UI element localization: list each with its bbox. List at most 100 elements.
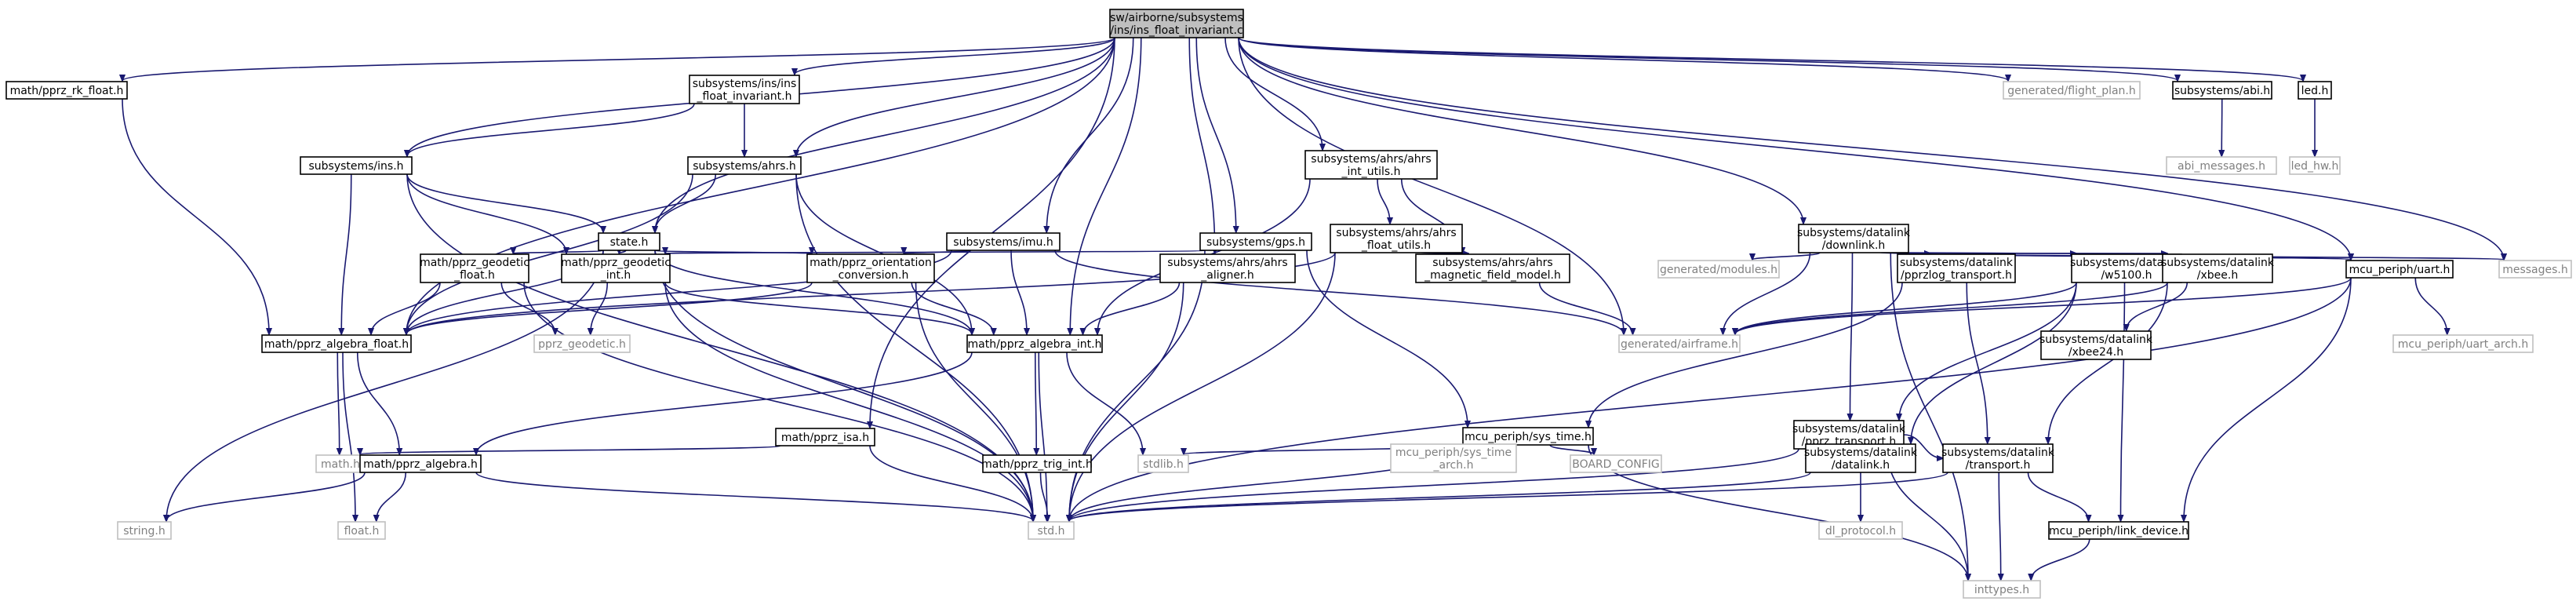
node-label: subsystems/ahrs/ahrs bbox=[1432, 257, 1552, 269]
node-rkfloat[interactable]: math/pprz_rk_float.h bbox=[5, 81, 128, 100]
node-isa[interactable]: math/pprz_isa.h bbox=[775, 428, 875, 446]
edge-transport-to-stdh bbox=[1069, 472, 1948, 521]
node-label: string.h bbox=[123, 525, 166, 538]
node-label: math/pprz_geodetic bbox=[561, 257, 671, 269]
node-gps[interactable]: subsystems/gps.h bbox=[1199, 232, 1312, 251]
node-label: math/pprz_geodetic bbox=[420, 257, 529, 269]
node-aligner[interactable]: subsystems/ahrs/ahrs_aligner.h bbox=[1159, 253, 1296, 283]
node-label: /ins/ins_float_invariant.c bbox=[1110, 24, 1243, 37]
node-label: math/pprz_rk_float.h bbox=[10, 85, 124, 97]
node-imu[interactable]: subsystems/imu.h bbox=[946, 232, 1061, 251]
edge-abi-to-abimsg bbox=[2221, 98, 2222, 156]
edge-transport-to-inttypes bbox=[1999, 472, 2001, 580]
node-box bbox=[337, 521, 386, 540]
node-datalink[interactable]: subsystems/datalink/datalink.h bbox=[1804, 443, 1918, 473]
node-abi[interactable]: subsystems/abi.h bbox=[2172, 81, 2272, 100]
node-box bbox=[982, 454, 1092, 473]
edge-state-to-algint bbox=[654, 250, 972, 334]
node-algint[interactable]: math/pprz_algebra_int.h bbox=[966, 334, 1103, 353]
node-label: subsystems/datalink bbox=[1941, 446, 2055, 459]
node-algfloat[interactable]: math/pprz_algebra_float.h bbox=[261, 334, 412, 353]
edge-algfloat-to-mathh bbox=[337, 352, 340, 454]
node-label: generated/airframe.h bbox=[1621, 338, 1738, 351]
node-systime[interactable]: mcu_periph/sys_time.h bbox=[1462, 427, 1594, 446]
node-led[interactable]: led.h bbox=[2298, 81, 2332, 100]
node-label: math/pprz_trig_int.h bbox=[981, 458, 1093, 471]
node-box bbox=[966, 334, 1103, 353]
node-trigint[interactable]: math/pprz_trig_int.h bbox=[981, 454, 1093, 473]
node-geoint[interactable]: math/pprz_geodetic_int.h bbox=[561, 253, 671, 283]
node-inttypes[interactable]: inttypes.h bbox=[1963, 580, 2041, 599]
node-stringh[interactable]: string.h bbox=[117, 521, 172, 540]
edge-root-to-state bbox=[655, 37, 1115, 232]
node-label: subsystems/datalink bbox=[2070, 257, 2184, 269]
node-downlink[interactable]: subsystems/datalink/downlink.h bbox=[1797, 224, 1911, 253]
node-label: subsystems/gps.h bbox=[1206, 236, 1305, 249]
node-label: subsystems/datalink bbox=[1900, 257, 2014, 269]
node-uartarch[interactable]: mcu_periph/uart_arch.h bbox=[2392, 334, 2534, 353]
node-xbee24[interactable]: subsystems/datalink/xbee24.h bbox=[2039, 330, 2153, 360]
edge-uart-to-uartarch bbox=[2414, 277, 2447, 334]
edge-downlink-to-genmodules bbox=[1752, 252, 1821, 260]
edge-pprztrans-to-stdh bbox=[1069, 448, 1799, 521]
node-ahrsfloat[interactable]: subsystems/ahrs/ahrs_float_utils.h bbox=[1330, 224, 1463, 253]
edge-geoint-to-geodetic bbox=[591, 282, 609, 334]
node-box bbox=[1304, 150, 1438, 180]
node-dlproto[interactable]: dl_protocol.h bbox=[1818, 521, 1903, 540]
node-stdlib[interactable]: stdlib.h bbox=[1137, 454, 1189, 473]
node-alg[interactable]: math/pprz_algebra.h bbox=[359, 454, 482, 473]
edge-aligner-to-algint bbox=[1083, 282, 1181, 334]
edge-imu-to-algint bbox=[1010, 250, 1027, 334]
node-uart[interactable]: mcu_periph/uart.h bbox=[2345, 260, 2454, 279]
node-orient[interactable]: math/pprz_orientation_conversion.h bbox=[806, 253, 935, 283]
node-geofloat[interactable]: math/pprz_geodetic_float.h bbox=[420, 253, 529, 283]
node-state[interactable]: state.h bbox=[598, 232, 660, 251]
node-linkdev[interactable]: mcu_periph/link_device.h bbox=[2048, 521, 2189, 540]
node-box bbox=[1897, 253, 2016, 283]
node-box bbox=[5, 81, 128, 100]
node-messages[interactable]: messages.h bbox=[2498, 260, 2572, 279]
edge-geofloat-to-stdh bbox=[523, 282, 1033, 521]
node-ahrsint[interactable]: subsystems/ahrs/ahrs_int_utils.h bbox=[1304, 150, 1438, 180]
node-abimsg[interactable]: abi_messages.h bbox=[2166, 156, 2277, 175]
node-flightplan[interactable]: generated/flight_plan.h bbox=[2003, 81, 2141, 100]
node-label: math/pprz_algebra_float.h bbox=[264, 338, 409, 351]
edge-w5100-to-datalink bbox=[1911, 282, 2077, 443]
node-label: _conversion.h bbox=[832, 269, 909, 282]
node-label: subsystems/datalink bbox=[1804, 446, 1918, 459]
node-label: subsystems/ahrs.h bbox=[693, 160, 796, 173]
node-box bbox=[1462, 427, 1594, 446]
node-ins[interactable]: subsystems/ins.h bbox=[300, 156, 413, 175]
node-systimearch[interactable]: mcu_periph/sys_time_arch.h bbox=[1390, 443, 1517, 473]
edge-rkfloat-to-algfloat bbox=[122, 98, 269, 334]
node-xbee[interactable]: subsystems/datalink/xbee.h bbox=[2161, 253, 2275, 283]
node-airframe[interactable]: generated/airframe.h bbox=[1618, 334, 1741, 353]
node-floath[interactable]: float.h bbox=[337, 521, 386, 540]
node-genmodules[interactable]: generated/modules.h bbox=[1657, 260, 1780, 279]
node-box bbox=[1199, 232, 1312, 251]
node-ledhw[interactable]: led_hw.h bbox=[2289, 156, 2341, 175]
node-stdh[interactable]: std.h bbox=[1028, 521, 1075, 540]
edge-geofloat-to-algfloat bbox=[371, 282, 441, 334]
edge-root-to-algint bbox=[1070, 37, 1142, 334]
node-ahrs[interactable]: subsystems/ahrs.h bbox=[687, 156, 802, 175]
node-boardcfg[interactable]: BOARD_CONFIG bbox=[1570, 454, 1662, 473]
edge-geoint-to-algint bbox=[664, 282, 972, 334]
node-box bbox=[1028, 521, 1075, 540]
node-label: subsystems/ahrs/ahrs bbox=[1311, 153, 1431, 166]
node-mathh[interactable]: math.h bbox=[315, 454, 366, 473]
node-label: inttypes.h bbox=[1974, 584, 2029, 596]
edge-orient-to-algint bbox=[911, 282, 994, 334]
node-insinv[interactable]: subsystems/ins/ins_float_invariant.h bbox=[689, 75, 800, 104]
node-box bbox=[533, 334, 631, 353]
node-geodetic[interactable]: pprz_geodetic.h bbox=[533, 334, 631, 353]
node-label: subsystems/ahrs/ahrs bbox=[1167, 257, 1287, 269]
node-label: subsystems/imu.h bbox=[953, 236, 1053, 249]
node-box bbox=[775, 428, 875, 446]
edge-gps-to-systime bbox=[1306, 250, 1468, 427]
node-box bbox=[1963, 580, 2041, 599]
node-magmodel[interactable]: subsystems/ahrs/ahrs_magnetic_field_mode… bbox=[1415, 253, 1570, 283]
node-transport[interactable]: subsystems/datalink/transport.h bbox=[1941, 443, 2055, 473]
node-root[interactable]: sw/airborne/subsystems/ins/ins_float_inv… bbox=[1109, 9, 1244, 38]
node-pprzlog[interactable]: subsystems/datalink/pprzlog_transport.h bbox=[1897, 253, 2016, 283]
